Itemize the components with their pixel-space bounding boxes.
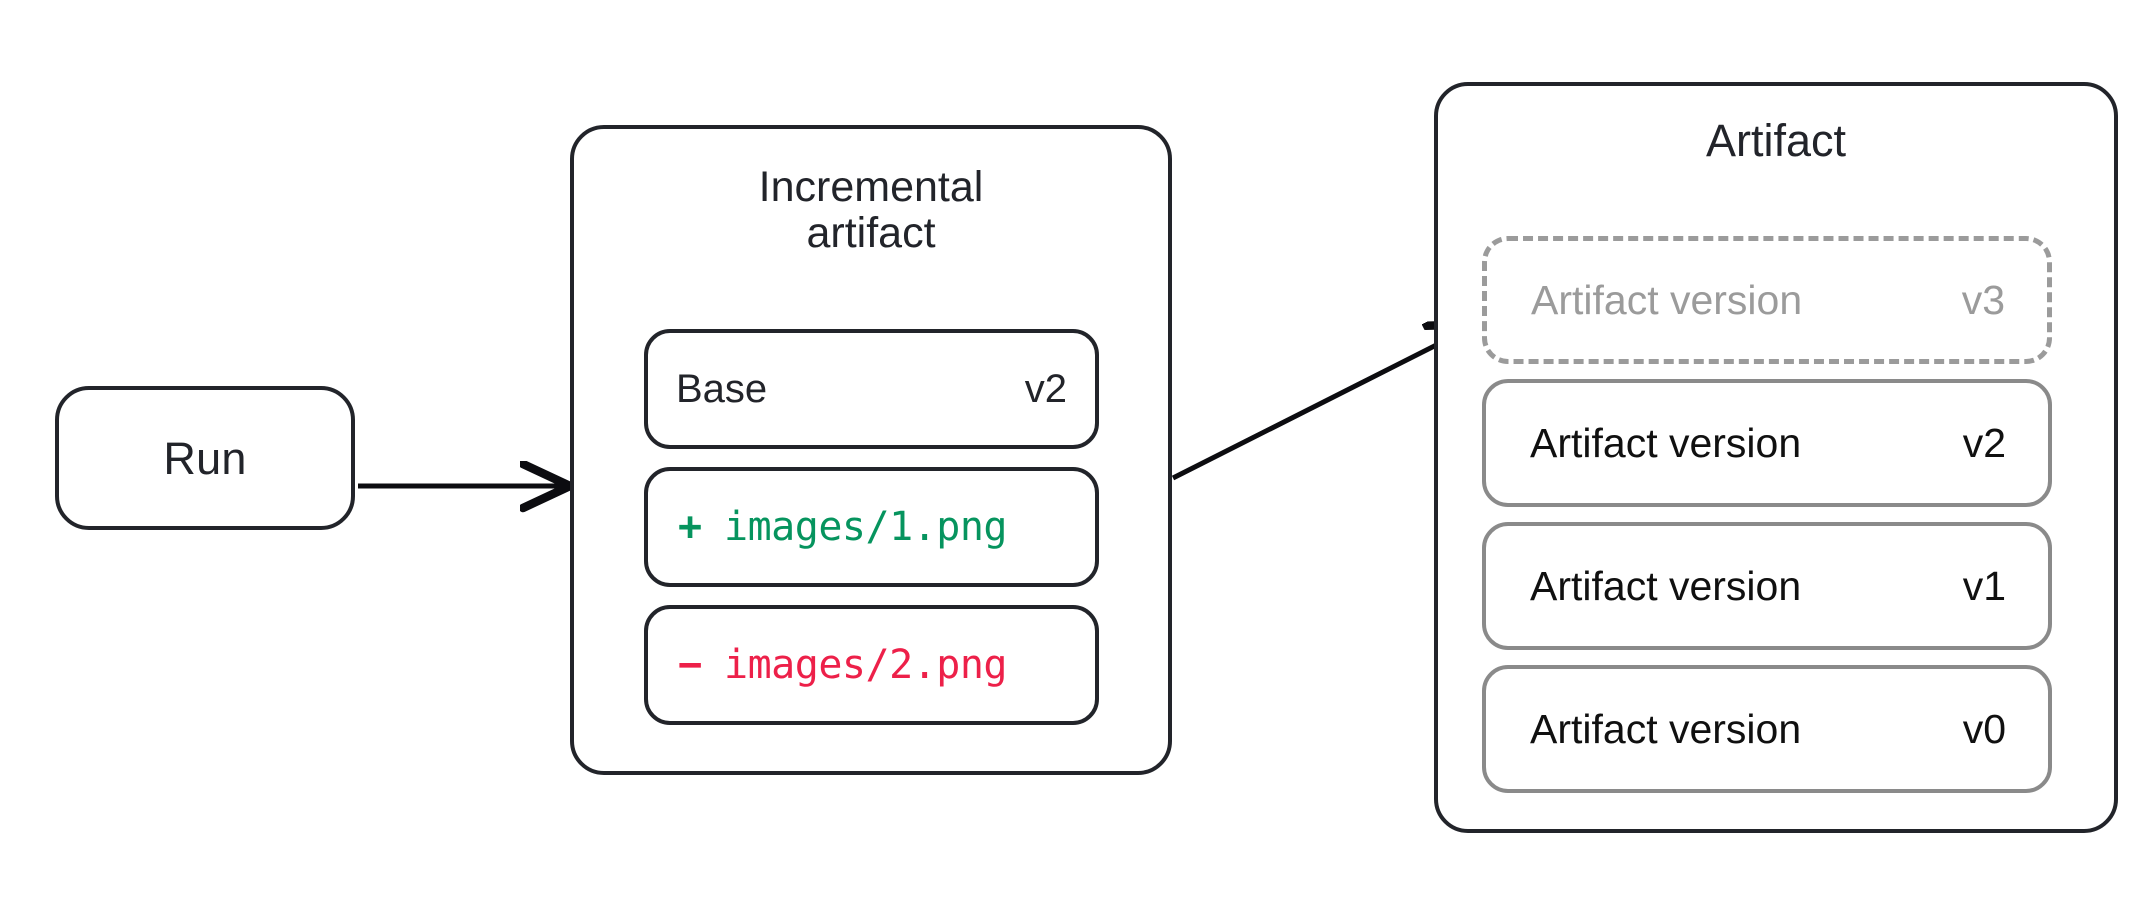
minus-icon: − [678, 642, 703, 688]
incremental-rows: Base v2 + images/1.png − images/2.png [644, 329, 1099, 743]
artifact-version-row-v2[interactable]: Artifact version v2 [1482, 379, 2052, 507]
artifact-version-value: v1 [1962, 562, 2006, 609]
artifact-version-label: Artifact version [1530, 562, 1802, 609]
artifact-version-label: Artifact version [1531, 276, 1803, 323]
artifact-version-row-v3[interactable]: Artifact version v3 [1482, 236, 2052, 364]
incremental-row-base[interactable]: Base v2 [644, 329, 1099, 449]
incremental-row-removed[interactable]: − images/2.png [644, 605, 1099, 725]
base-version: v2 [1024, 366, 1067, 411]
added-file-path: images/1.png [724, 504, 1007, 550]
incremental-row-added[interactable]: + images/1.png [644, 467, 1099, 587]
artifact-version-row-v0[interactable]: Artifact version v0 [1482, 665, 2052, 793]
artifact-version-label: Artifact version [1530, 419, 1802, 466]
incremental-artifact-title: Incremental artifact [758, 163, 984, 257]
removed-file-path: images/2.png [724, 642, 1007, 688]
arrow-incremental-to-artifact [1171, 326, 1474, 481]
artifact-title: Artifact [1705, 115, 1847, 166]
incremental-artifact-panel[interactable]: Incremental artifact Base v2 + images/1.… [570, 125, 1172, 775]
artifact-panel[interactable]: Artifact Artifact version v3 Artifact ve… [1434, 82, 2118, 833]
artifact-version-value: v0 [1962, 705, 2006, 752]
artifact-version-list: Artifact version v3 Artifact version v2 … [1482, 236, 2052, 808]
artifact-version-value: v2 [1962, 419, 2006, 466]
artifact-version-row-v1[interactable]: Artifact version v1 [1482, 522, 2052, 650]
artifact-version-value: v3 [1961, 276, 2005, 323]
run-node[interactable]: Run [55, 386, 355, 530]
base-label: Base [676, 366, 768, 411]
run-label: Run [163, 432, 247, 484]
plus-icon: + [678, 504, 703, 550]
artifact-version-label: Artifact version [1530, 705, 1802, 752]
